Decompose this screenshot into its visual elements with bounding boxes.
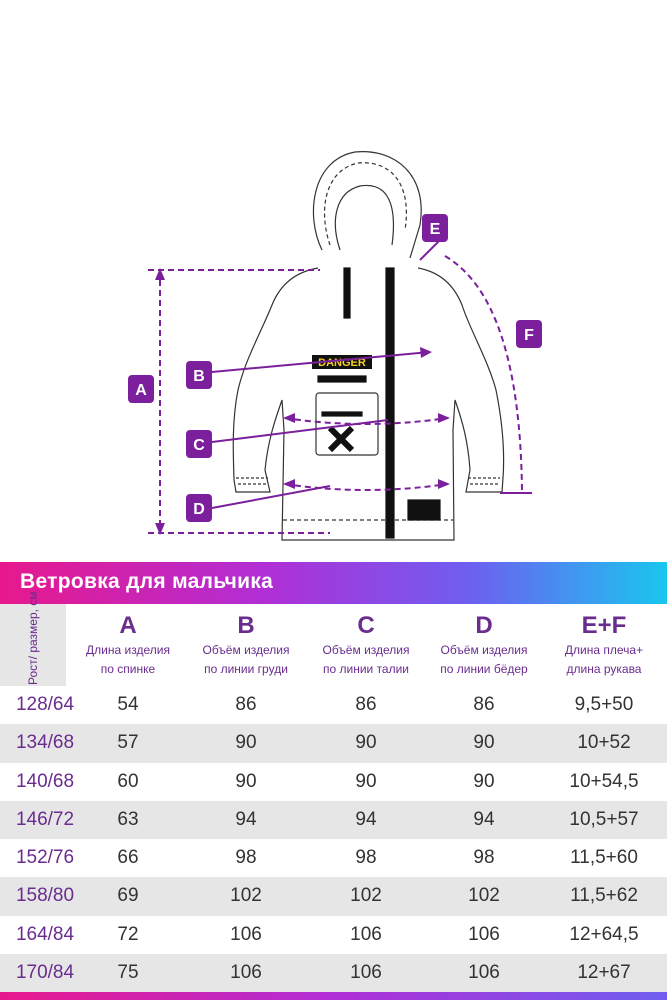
jacket-body-outline xyxy=(232,267,505,541)
label-D: D xyxy=(186,494,212,522)
column-desc-line2: длина рукава xyxy=(566,662,642,676)
table-row: 164/84 72 106 106 106 12+64,5 xyxy=(0,916,667,954)
value-cell-a: 63 xyxy=(117,808,139,830)
column-header: C Объём изделия по линии талии xyxy=(306,604,426,686)
value-cell-b: 86 xyxy=(235,694,257,715)
value-cell-d: 102 xyxy=(468,885,500,907)
table-row: 158/80 69 102 102 102 11,5+62 xyxy=(0,877,667,916)
value-cell-a: 57 xyxy=(117,732,139,754)
value-cell-d: 106 xyxy=(468,923,500,945)
column-desc-line1: Длина плеча+ xyxy=(564,643,644,657)
value-cell-a: 66 xyxy=(117,847,139,869)
value-cell-d: 98 xyxy=(473,847,495,869)
value-cell-ef: 9,5+50 xyxy=(574,694,634,715)
value-cell-b: 90 xyxy=(235,732,257,754)
svg-text:C: C xyxy=(193,437,205,454)
column-letter: A xyxy=(119,612,137,639)
value-cell-d: 106 xyxy=(468,962,500,984)
value-cell-ef: 12+67 xyxy=(577,962,631,984)
value-cell-ef: 10,5+57 xyxy=(569,808,639,830)
value-cell-b: 102 xyxy=(230,885,262,907)
value-cell-c: 86 xyxy=(355,694,377,715)
value-cell-ef: 10+52 xyxy=(577,732,631,754)
table-header: Рост/ размер, см A Длина изделия по спинке… xyxy=(0,591,667,686)
size-cell: 158/80 xyxy=(15,885,75,907)
value-cell-b: 106 xyxy=(230,923,262,945)
column-letter: B xyxy=(237,612,255,639)
size-header: Рост/ размер, см xyxy=(26,591,40,685)
value-cell-d: 86 xyxy=(473,694,495,715)
size-cell: 164/84 xyxy=(15,923,75,945)
value-cell-ef: 11,5+62 xyxy=(570,885,638,907)
svg-text:A: A xyxy=(135,382,147,399)
column-letter: E+F xyxy=(581,612,627,639)
bottom-bar xyxy=(0,992,667,1000)
jacket-diagram: DANGER A B C D E xyxy=(128,151,542,541)
column-desc-line2: по линии бёдер xyxy=(440,662,528,676)
size-header-cell: Рост/ размер, см xyxy=(0,591,66,686)
label-A: A xyxy=(128,375,154,403)
value-cell-c: 90 xyxy=(355,732,377,754)
value-cell-a: 72 xyxy=(117,923,139,945)
label-C: C xyxy=(186,430,212,458)
size-cell: 152/76 xyxy=(15,847,75,869)
value-cell-ef: 10+54,5 xyxy=(569,770,639,792)
label-E: E xyxy=(422,214,448,242)
table-row: 134/68 57 90 90 90 10+52 xyxy=(0,724,667,763)
table-row: 152/76 66 98 98 98 11,5+60 xyxy=(0,839,667,877)
column-desc-line2: по спинке xyxy=(100,662,156,676)
value-cell-a: 69 xyxy=(117,885,139,907)
value-cell-ef: 12+64,5 xyxy=(569,923,639,945)
column-desc-line1: Объём изделия xyxy=(440,643,528,657)
value-cell-c: 94 xyxy=(355,808,377,830)
table-row: 170/84 75 106 106 106 12+67 xyxy=(0,954,667,993)
column-letter: D xyxy=(475,612,493,639)
value-cell-d: 94 xyxy=(473,808,495,830)
table-row: 140/68 60 90 90 90 10+54,5 xyxy=(0,763,667,801)
value-cell-a: 54 xyxy=(117,694,139,715)
column-header: D Объём изделия по линии бёдер xyxy=(424,604,544,686)
svg-text:B: B xyxy=(193,368,205,385)
value-cell-ef: 11,5+60 xyxy=(570,847,638,869)
size-cell: 128/64 xyxy=(15,694,75,715)
value-cell-a: 60 xyxy=(117,770,139,792)
svg-text:F: F xyxy=(524,327,534,344)
size-cell: 146/72 xyxy=(15,808,75,830)
column-header: A Длина изделия по спинке xyxy=(78,604,178,686)
value-cell-c: 106 xyxy=(350,923,382,945)
column-header: E+F Длина плеча+ длина рукава xyxy=(544,604,664,686)
value-cell-c: 98 xyxy=(355,847,377,869)
value-cell-d: 90 xyxy=(473,770,495,792)
table-row: 128/64 54 86 86 86 9,5+50 xyxy=(0,686,667,724)
value-cell-d: 90 xyxy=(473,732,495,754)
value-cell-c: 102 xyxy=(350,885,382,907)
value-cell-b: 90 xyxy=(235,770,257,792)
svg-text:E: E xyxy=(430,221,441,238)
column-letter: C xyxy=(357,612,375,639)
column-desc-line2: по линии груди xyxy=(204,662,288,676)
size-cell: 134/68 xyxy=(15,732,75,754)
size-cell: 140/68 xyxy=(15,770,75,792)
value-cell-c: 90 xyxy=(355,770,377,792)
value-cell-b: 98 xyxy=(235,847,257,869)
column-desc-line1: Объём изделия xyxy=(202,643,290,657)
value-cell-a: 75 xyxy=(117,962,139,984)
table-row: 146/72 63 94 94 94 10,5+57 xyxy=(0,800,667,840)
column-desc-line2: по линии талии xyxy=(322,662,410,676)
value-cell-c: 106 xyxy=(350,962,382,984)
column-desc-line1: Объём изделия xyxy=(322,643,410,657)
column-header: B Объём изделия по линии груди xyxy=(186,604,306,686)
svg-text:D: D xyxy=(193,501,205,518)
size-cell: 170/84 xyxy=(15,962,75,984)
hood-outline xyxy=(312,151,422,259)
value-cell-b: 106 xyxy=(230,962,262,984)
size-table: Рост/ размер, см A Длина изделия по спинке… xyxy=(0,591,667,993)
title-bar: Ветровка для мальчика xyxy=(0,562,667,604)
column-desc-line1: Длина изделия xyxy=(86,643,170,657)
page-title: Ветровка для мальчика xyxy=(20,570,274,593)
value-cell-b: 94 xyxy=(235,808,257,830)
patch-text: DANGER xyxy=(318,357,366,369)
label-B: B xyxy=(186,361,212,389)
label-F: F xyxy=(516,320,542,348)
